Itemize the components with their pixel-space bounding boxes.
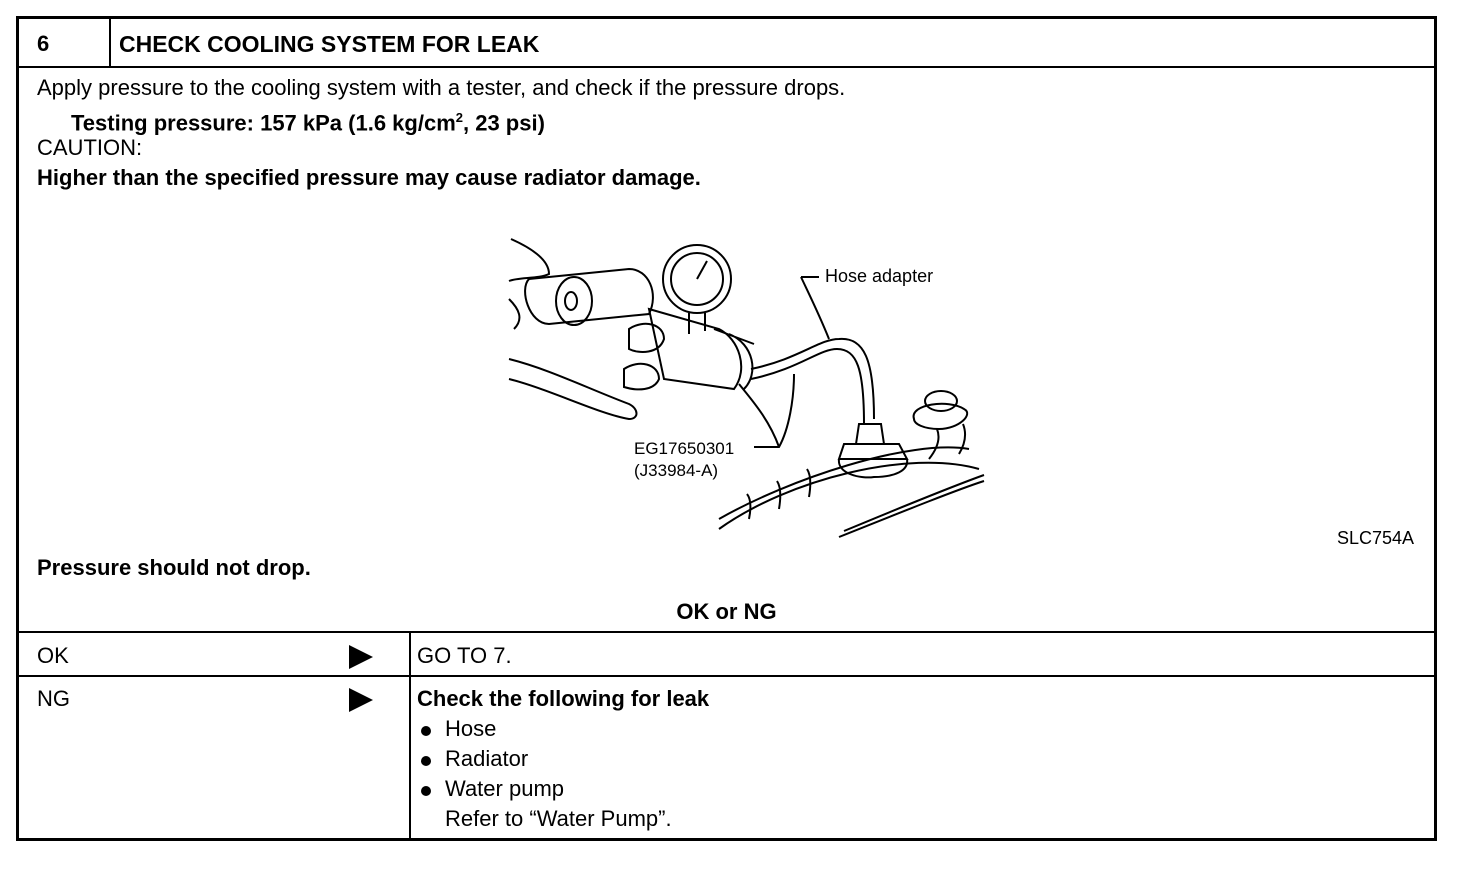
bullet-icon [421, 756, 431, 766]
result-ng-label: NG [37, 686, 70, 711]
result-ok-action: GO TO 7. [417, 643, 512, 668]
hose-adapter-fitting [854, 423, 886, 445]
figure-code: SLC754A [1337, 528, 1415, 548]
label-hose-adapter: Hose adapter [825, 266, 933, 286]
result-header: OK or NG [676, 599, 777, 624]
diagnostic-step-table: 6 CHECK COOLING SYSTEM FOR LEAK Apply pr… [16, 16, 1437, 841]
result-header-rule [19, 631, 1434, 633]
bullet-icon [421, 786, 431, 796]
radiator-pressure-test-figure: Hose adapter EG17650301 (J33984-A) [508, 238, 985, 538]
ng-item-water-pump: Water pump [445, 776, 565, 801]
pressure-gauge-icon [662, 244, 732, 314]
step-number: 6 [37, 31, 50, 56]
arrow-right-icon [349, 645, 373, 669]
bullet-icon [421, 726, 431, 736]
tester-pump-body [524, 267, 654, 326]
testing-pressure: Testing pressure: 157 kPa (1.6 kg/cm2, 2… [71, 105, 545, 136]
step-title: CHECK COOLING SYSTEM FOR LEAK [119, 31, 540, 57]
radiator-tank [718, 446, 980, 530]
header-rule [19, 66, 1434, 68]
hose-line [750, 337, 875, 420]
testing-pressure-prefix: Testing pressure: 157 kPa (1.6 kg/cm [71, 110, 456, 136]
label-tool-alt: (J33984-A) [634, 461, 718, 480]
header-divider [109, 19, 111, 67]
pump-end-cap [555, 276, 593, 326]
hand-illustration [508, 238, 638, 421]
result-row-rule [19, 675, 1434, 677]
ng-item-hose: Hose [445, 716, 497, 741]
ng-item-radiator: Radiator [445, 746, 529, 771]
caution-label: CAUTION: [37, 135, 143, 160]
caution-text: Higher than the specified pressure may c… [37, 165, 701, 190]
testing-pressure-superscript: 2 [455, 110, 463, 125]
tester-valve-body [647, 307, 743, 391]
expected-result: Pressure should not drop. [37, 555, 311, 580]
result-column-divider [409, 632, 411, 838]
instruction-text: Apply pressure to the cooling system wit… [37, 75, 846, 100]
label-tool-number: EG17650301 [634, 439, 734, 458]
radiator-cap-icon [912, 402, 969, 431]
arrow-right-icon [349, 688, 373, 712]
ng-reference-note: Refer to “Water Pump”. [445, 806, 672, 831]
result-ok-label: OK [37, 643, 69, 668]
testing-pressure-suffix: , 23 psi) [463, 110, 545, 136]
result-ng-action: Check the following for leak [417, 686, 710, 711]
